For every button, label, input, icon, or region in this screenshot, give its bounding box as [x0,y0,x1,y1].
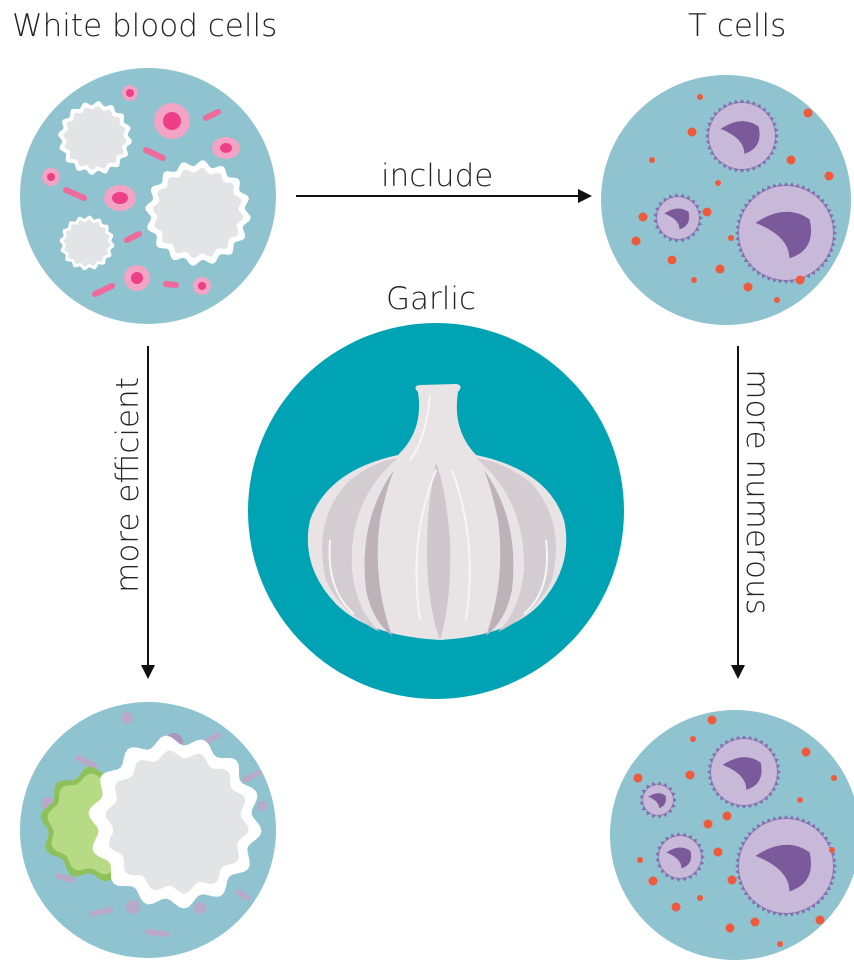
arrow-label-more-numerous: more numerous [739,369,775,615]
arrow-label-include: include [381,158,493,194]
arrow-label-more-efficient: more efficient [110,377,146,593]
more-t-cells-illustration [610,710,854,960]
title-white-blood-cells: White blood cells [12,8,277,44]
white-blood-cells-illustration [20,68,276,324]
garlic-illustration [248,323,624,699]
title-garlic: Garlic [386,281,476,317]
phagocytosis-illustration [20,702,276,958]
t-cells-illustration [601,75,851,325]
title-t-cells: T cells [688,8,786,44]
